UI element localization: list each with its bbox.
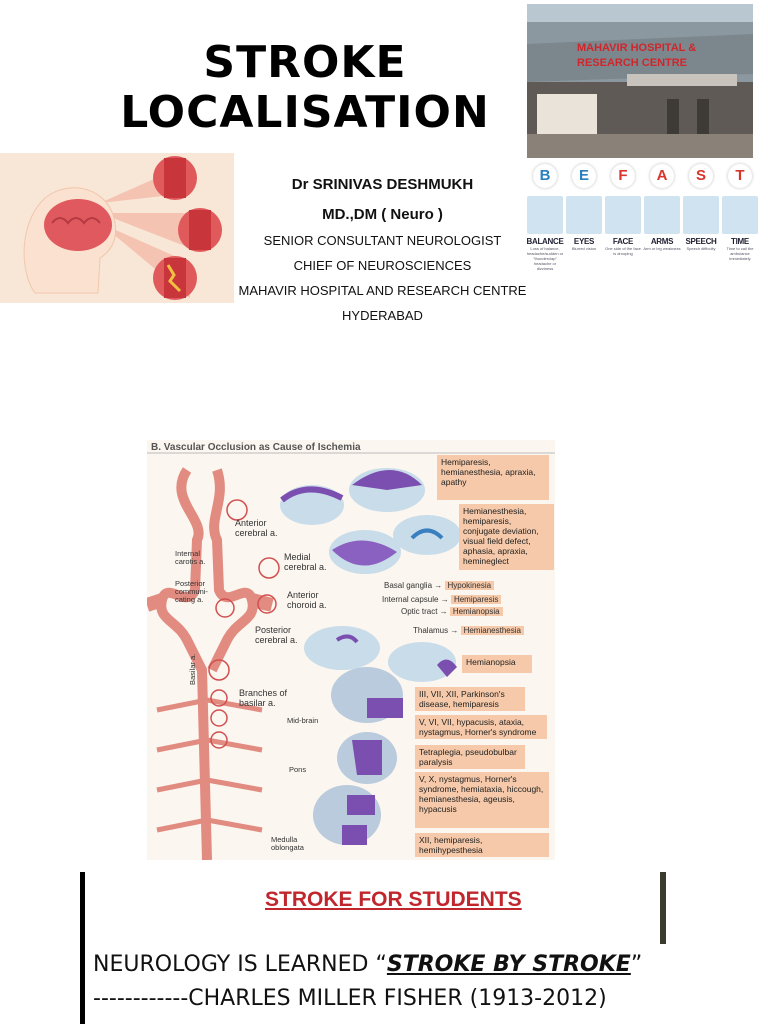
eye-icon [566,196,602,234]
slide-title: STROKE LOCALISATION [95,38,515,138]
deficit-box-pons-2: V, X, nystagmus, Horner's syndrome, hemi… [415,772,549,828]
deficit-box-midbrain-2: V, VI, VII, hypacusis, ataxia, nystagmus… [415,715,547,739]
students-slide: STROKE FOR STUDENTS NEUROLOGY IS LEARNED… [80,872,666,1024]
arrow-result: Hypokinesia [444,581,495,590]
befast-letter: E [572,164,596,188]
befast-item-time: T TIME Time to call the ambulance immedi… [721,164,759,261]
befast-letter: A [650,164,674,188]
author-degrees: MD.,DM ( Neuro ) [322,206,443,223]
quote-attribution: ------------CHARLES MILLER FISHER (1913-… [93,986,607,1011]
title-line-1: STROKE [203,37,407,88]
befast-label: TIME [731,237,749,246]
hospital-photo: MAHAVIR HOSPITAL & RESEARCH CENTRE [527,4,753,158]
face-icon [605,196,641,234]
basilar-label: Basilar a. [188,653,197,685]
stroke-illustration [0,153,234,303]
befast-desc: Loss of balance, headache/sudden or "thu… [526,246,564,271]
pons-label: Pons [289,765,307,774]
deficit-box-midbrain: III, VII, XII, Parkinson's disease, hemi… [415,687,525,711]
deficit-box-pca: Hemianopsia [462,655,532,673]
arrow-result: Hemiparesis [450,595,502,604]
deficit-box-mca: Hemianesthesia, hemiparesis, conjugate d… [459,504,554,570]
befast-desc: Arm or leg weakness [643,246,681,251]
befast-letter: S [689,164,713,188]
arrow-result: Hemianopsia [449,607,503,616]
befast-letter: B [533,164,557,188]
midbrain-label: Mid-brain [287,716,319,725]
hospital-sign-line-2: RESEARCH CENTRE [577,57,688,69]
title-line-2: LOCALISATION [120,87,490,138]
posterior-cerebral-label: Posterior cerebral a. [255,625,298,645]
arm-icon [644,196,680,234]
quote-suffix: ” [630,952,643,977]
figure-caption: B. Vascular Occlusion as Cause of Ischem… [151,442,361,453]
befast-label: BALANCE [526,237,564,246]
befast-desc: One side of the face is drooping [605,246,641,256]
ischemia-figure: B. Vascular Occlusion as Cause of Ischem… [147,440,555,860]
befast-item-arms: A ARMS Arm or leg weakness [643,164,681,251]
befast-desc: Speech difficulty [686,246,716,251]
fisher-quote: NEUROLOGY IS LEARNED “STROKE BY STROKE” [93,952,642,977]
befast-letter: F [611,164,635,188]
quote-prefix: NEUROLOGY IS LEARNED “ [93,952,387,977]
speech-icon [683,196,719,234]
arrow-source: Optic tract [401,607,438,616]
photo-edge [660,872,666,944]
anterior-cerebral-label: Anterior cerebral a. [235,518,278,538]
balance-face-icon [527,196,563,234]
befast-item-balance: B BALANCE Loss of balance, headache/sudd… [526,164,564,271]
befast-letter: T [728,164,752,188]
arrow-row-thalamus: Thalamus → Hemianesthesia [413,626,524,635]
befast-label: ARMS [650,237,674,246]
arrow-row-internal-capsule: Internal capsule → Hemiparesis [382,595,502,604]
author-city: HYDERABAD [342,308,423,323]
internal-carotis-label: Internal carotis a. [175,549,206,566]
befast-label: EYES [573,237,595,246]
arrow-result: Hemianesthesia [460,626,524,635]
arrow-row-basal-ganglia: Basal ganglia → Hypokinesia [384,581,495,590]
artery-diagram [147,452,555,860]
students-heading: STROKE FOR STUDENTS [265,888,522,911]
arrow-row-optic-tract: Optic tract → Hemianopsia [401,607,503,616]
befast-item-face: F FACE One side of the face is drooping [604,164,642,256]
anterior-choroid-label: Anterior choroid a. [287,590,327,610]
phone-clock-icon [722,196,758,234]
deficit-box-pons: Tetraplegia, pseudobulbar paralysis [415,745,525,769]
befast-label: SPEECH [685,237,717,246]
arrow-source: Internal capsule [382,595,439,604]
befast-panel: B BALANCE Loss of balance, headache/sudd… [524,164,760,276]
deficit-box-medulla: XII, hemiparesis, hemihypesthesia [415,833,549,857]
posterior-communicating-label: Posterior communi-cating a. [175,579,208,604]
befast-label: FACE [612,237,634,246]
author-role: CHIEF OF NEUROSCIENCES [293,258,472,273]
branches-basilar-label: Branches of basilar a. [239,688,288,708]
befast-desc: Blurred vision [571,246,597,251]
deficit-box-aca: Hemiparesis, hemianesthesia, apraxia, ap… [437,455,549,500]
medial-cerebral-label: Medial cerebral a. [284,552,327,572]
befast-desc: Time to call the ambulance immediately [726,246,754,261]
befast-item-eyes: E EYES Blurred vision [565,164,603,251]
arrow-source: Thalamus [413,626,449,635]
author-role: SENIOR CONSULTANT NEUROLOGIST [263,233,502,248]
arrow-source: Basal ganglia [384,581,433,590]
medulla-label: Medulla oblongata [271,835,304,852]
hospital-sign-line-1: MAHAVIR HOSPITAL & [577,42,697,54]
author-affiliation: MAHAVIR HOSPITAL AND RESEARCH CENTRE [238,283,527,298]
author-name: Dr SRINIVAS DESHMUKH [291,176,474,193]
quote-emphasis: STROKE BY STROKE [386,952,631,977]
befast-item-speech: S SPEECH Speech difficulty [682,164,720,251]
